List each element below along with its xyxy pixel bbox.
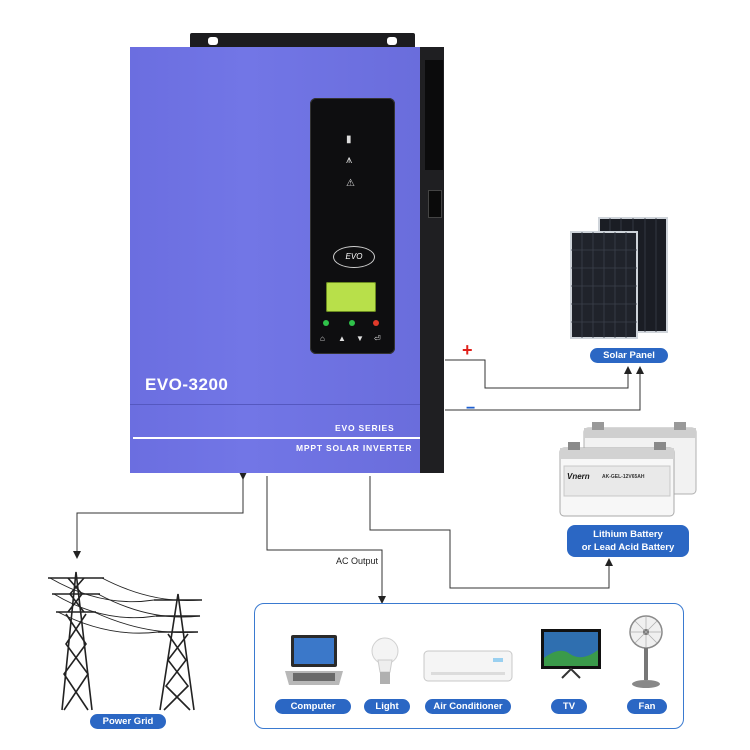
- ac-output-label: AC Output: [336, 556, 379, 566]
- inverter-series: EVO SERIES: [335, 423, 395, 433]
- solar-negative-wire: [445, 366, 644, 411]
- fan-icon: [629, 615, 663, 688]
- enter-button-icon: ⏎: [374, 334, 381, 343]
- battery-brand: Vnern: [567, 472, 590, 481]
- inverter-stripe: [133, 437, 420, 439]
- solar-positive-wire: [445, 359, 632, 389]
- device-label-tv: TV: [551, 699, 587, 714]
- status-led-green-2: [349, 320, 355, 326]
- positive-sign: +: [462, 340, 473, 360]
- battery-label-line1: Lithium Battery: [593, 529, 663, 540]
- battery-model: AK-GEL-12V65AH: [602, 474, 645, 480]
- inverter-subtitle: MPPT SOLAR INVERTER: [296, 443, 413, 453]
- evo-logo: EVO: [333, 246, 375, 268]
- battery-wire: [369, 476, 613, 589]
- light-bulb-icon: [371, 637, 399, 684]
- device-label-fan: Fan: [627, 699, 667, 714]
- control-panel: ▮ ⩚ ⚠ ⌂ ▲ ▼ ⏎: [310, 98, 395, 354]
- power-grid-icon: [48, 571, 202, 711]
- grid-status-icon: ⩚: [346, 154, 353, 166]
- solar-panel-icon: [570, 217, 668, 339]
- fault-status-icon: ⚠: [346, 178, 355, 189]
- battery-label-line2: or Lead Acid Battery: [581, 542, 675, 553]
- grid-wire: [73, 472, 247, 559]
- negative-sign: −: [466, 400, 476, 417]
- solar-panel-label: Solar Panel: [590, 348, 668, 363]
- battery-label: Lithium Battery or Lead Acid Battery: [567, 525, 689, 557]
- device-label-computer: Computer: [275, 699, 351, 714]
- mounting-bracket: [190, 33, 415, 49]
- ac-devices-box: [254, 603, 684, 729]
- battery-icon: [559, 422, 697, 517]
- status-led-red: [373, 320, 379, 326]
- inverter-model: EVO-3200: [145, 375, 229, 394]
- battery-status-icon: ▮: [346, 134, 352, 145]
- power-grid-label: Power Grid: [90, 714, 166, 729]
- home-button-icon: ⌂: [320, 334, 325, 343]
- power-switch: [428, 190, 442, 218]
- ac-output-wire: [266, 476, 386, 604]
- tv-icon: [541, 629, 601, 679]
- device-label-light: Light: [364, 699, 410, 714]
- up-button-icon: ▲: [338, 334, 346, 343]
- inverter-divider: [130, 404, 420, 405]
- device-label-air-conditioner: Air Conditioner: [425, 699, 511, 714]
- lcd-screen: [326, 282, 376, 312]
- cooling-vent: [425, 60, 443, 170]
- air-conditioner-icon: [423, 650, 513, 682]
- status-led-green: [323, 320, 329, 326]
- down-button-icon: ▼: [356, 334, 364, 343]
- laptop-icon: [285, 635, 343, 685]
